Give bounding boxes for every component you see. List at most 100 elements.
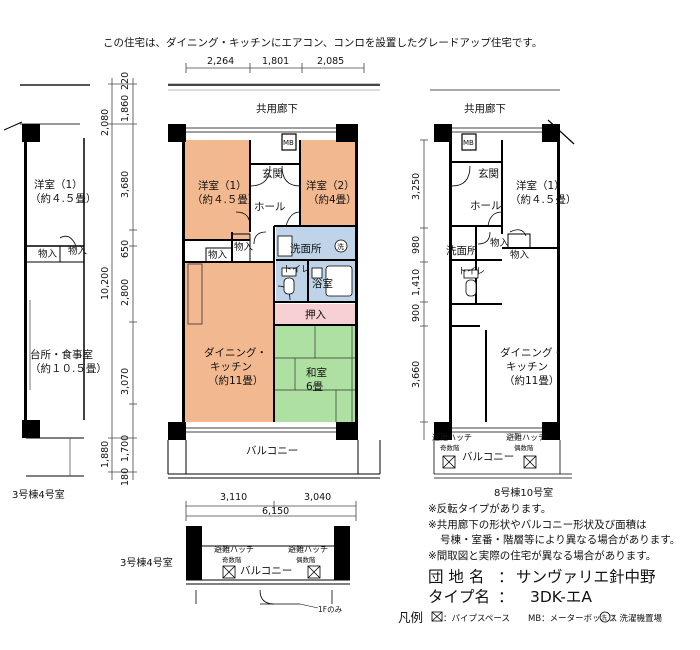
hatch-label-right-1: 避難ハッチ — [432, 432, 472, 442]
corridor-label-right: 共用廊下 — [464, 102, 506, 115]
room1-size: （約４.５畳） — [192, 193, 258, 206]
dim-left-2800: 2,800 — [120, 279, 131, 306]
washitsu-label: 和室 — [306, 366, 327, 379]
dk-label-right-1: ダイニング・ — [500, 346, 563, 359]
legend-pipe: ：パイプスペース — [443, 614, 510, 624]
dim-right-900: 900 — [411, 304, 422, 322]
room1-size-right: （約４.５畳） — [510, 193, 576, 206]
balcony-label-right: バルコニー — [462, 451, 514, 463]
dim-left-2080: 2,080 — [100, 109, 111, 136]
dim-right-3250: 3,250 — [411, 173, 422, 200]
balcony-label-bottom: バルコニー — [240, 565, 292, 577]
storage-label-main-2: 物入 — [234, 241, 254, 253]
legend-wash: ：洗濯機置場 — [611, 613, 663, 624]
hall-label: ホール — [254, 201, 286, 213]
left-room-label: 洋室（1） — [34, 178, 83, 191]
pipe-space-icon — [431, 611, 443, 622]
washroom-label-right: 洗面所 — [446, 245, 478, 257]
legend-title: 凡例 — [398, 610, 423, 625]
entrance-label: 玄関 — [262, 167, 283, 180]
dk-label-right-2: キッチン — [506, 361, 548, 373]
room2-size: （約4畳） — [308, 193, 357, 206]
room2-label: 洋室（2） — [306, 179, 355, 192]
dk-size-right: （約11畳） — [504, 374, 559, 387]
left-dimension-lines — [108, 78, 137, 480]
left-room-size: （約４.５畳） — [30, 192, 96, 205]
dim-top-2: 1,801 — [262, 56, 289, 67]
dim-top-3: 2,085 — [317, 56, 344, 67]
dim-right-1410: 1,410 — [411, 269, 422, 296]
hatch-sub-right-2: 偶数階 — [514, 443, 534, 452]
legend-mb: MB：メーターボックス — [528, 614, 617, 624]
note-2: ※共用廊下の形状やバルコニー形状及び面積は — [428, 518, 647, 531]
washroom-label: 洗面所 — [290, 243, 322, 255]
type-name-colon: ： — [498, 588, 514, 606]
building-label-bottom-left: 3号棟4号室 — [120, 556, 173, 569]
left-kitchen-size: （約１０.５畳） — [30, 362, 107, 375]
wash-symbol-main: 洗 — [337, 242, 344, 251]
dim-top-1: 2,264 — [207, 56, 234, 67]
building-label-right: 8号棟10号室 — [494, 486, 553, 499]
dk-label-2: キッチン — [210, 361, 252, 373]
wash-machine-icon — [599, 611, 611, 623]
complex-name-value: サンヴァリエ針中野 — [516, 568, 656, 586]
complex-name-colon: ： — [498, 568, 514, 586]
dim-left-1860: 1,860 — [120, 95, 131, 122]
storage-label-main-1: 物入 — [208, 249, 228, 261]
dim-left-3680: 3,680 — [120, 171, 131, 198]
left-unit — [3, 84, 90, 477]
hatch-sub-bl-1: 奇数階 — [222, 555, 242, 564]
entrance-label-right: 玄関 — [478, 167, 499, 180]
dim-bottom-1: 3,110 — [220, 492, 247, 503]
legend-wash-symbol: 洗 — [601, 614, 607, 622]
dim-bottom-2: 3,040 — [304, 492, 331, 503]
dim-left-10200: 10,200 — [100, 267, 111, 300]
dim-left-1880: 1,880 — [100, 441, 111, 468]
note-1: ※反転タイプがあります。 — [428, 502, 551, 515]
balcony-label-main: バルコニー — [246, 445, 298, 457]
dim-right-980: 980 — [411, 236, 422, 254]
note-4: ※間取図と実際の住宅が異なる場合があります。 — [428, 549, 656, 562]
type-name-value: 3DK-エA — [530, 588, 592, 606]
dim-bottom-total: 6,150 — [262, 506, 289, 517]
complex-name-label: 団 地 名 — [428, 568, 484, 586]
header-note: この住宅は、ダイニング・キッチンにエアコン、コンロを設置したグレードアップ住宅で… — [103, 36, 542, 49]
dim-right-3660: 3,660 — [411, 361, 422, 388]
left-storage-2: 物入 — [68, 245, 88, 257]
right-unit — [420, 89, 575, 479]
bath-label: 浴室 — [312, 277, 333, 290]
mb-label-right: MB — [463, 139, 474, 147]
dim-left-650: 650 — [120, 240, 131, 258]
toilet-label: トイレ — [283, 265, 310, 275]
dk-label-1: ダイニング・ — [204, 346, 267, 359]
left-kitchen-label: 台所・食事室 — [30, 348, 93, 361]
note-3: 号棟・室番・階層等により異なる場合があります。 — [440, 533, 680, 546]
washitsu-size: 6畳 — [306, 381, 324, 393]
oshiire-fill — [274, 304, 358, 324]
mb-label-main: MB — [283, 139, 294, 147]
dim-left-220: 220 — [120, 72, 131, 90]
room1-label: 洋室（1） — [198, 179, 247, 192]
room2-fill — [300, 140, 356, 226]
room1-label-right: 洋室（1） — [516, 179, 565, 192]
hatch-sub-bl-2: 偶数階 — [296, 555, 316, 564]
hatch-label-right-2: 避難ハッチ — [506, 432, 546, 442]
hatch-sub-right-1: 奇数階 — [440, 443, 460, 452]
type-name-label: タイプ名 — [428, 588, 490, 606]
corridor-label-main: 共用廊下 — [256, 102, 298, 115]
hatch-label-bl-1: 避難ハッチ — [214, 544, 254, 554]
oshiire-label: 押入 — [305, 308, 326, 321]
room1-fill — [184, 140, 250, 240]
dk-size: （約11畳） — [208, 374, 263, 387]
storage-label-right-2: 物入 — [510, 249, 530, 261]
dim-left-3070: 3,070 — [120, 368, 131, 395]
bottom-balcony-detail — [186, 526, 350, 609]
left-storage-1: 物入 — [38, 248, 58, 260]
dim-left-1700: 1,700 — [120, 435, 131, 462]
building-label-left: 3号棟4号室 — [12, 488, 65, 501]
dim-left-180: 180 — [120, 468, 131, 486]
hall-fill — [250, 190, 300, 226]
dk-fill — [184, 262, 274, 422]
main-unit — [167, 84, 381, 479]
